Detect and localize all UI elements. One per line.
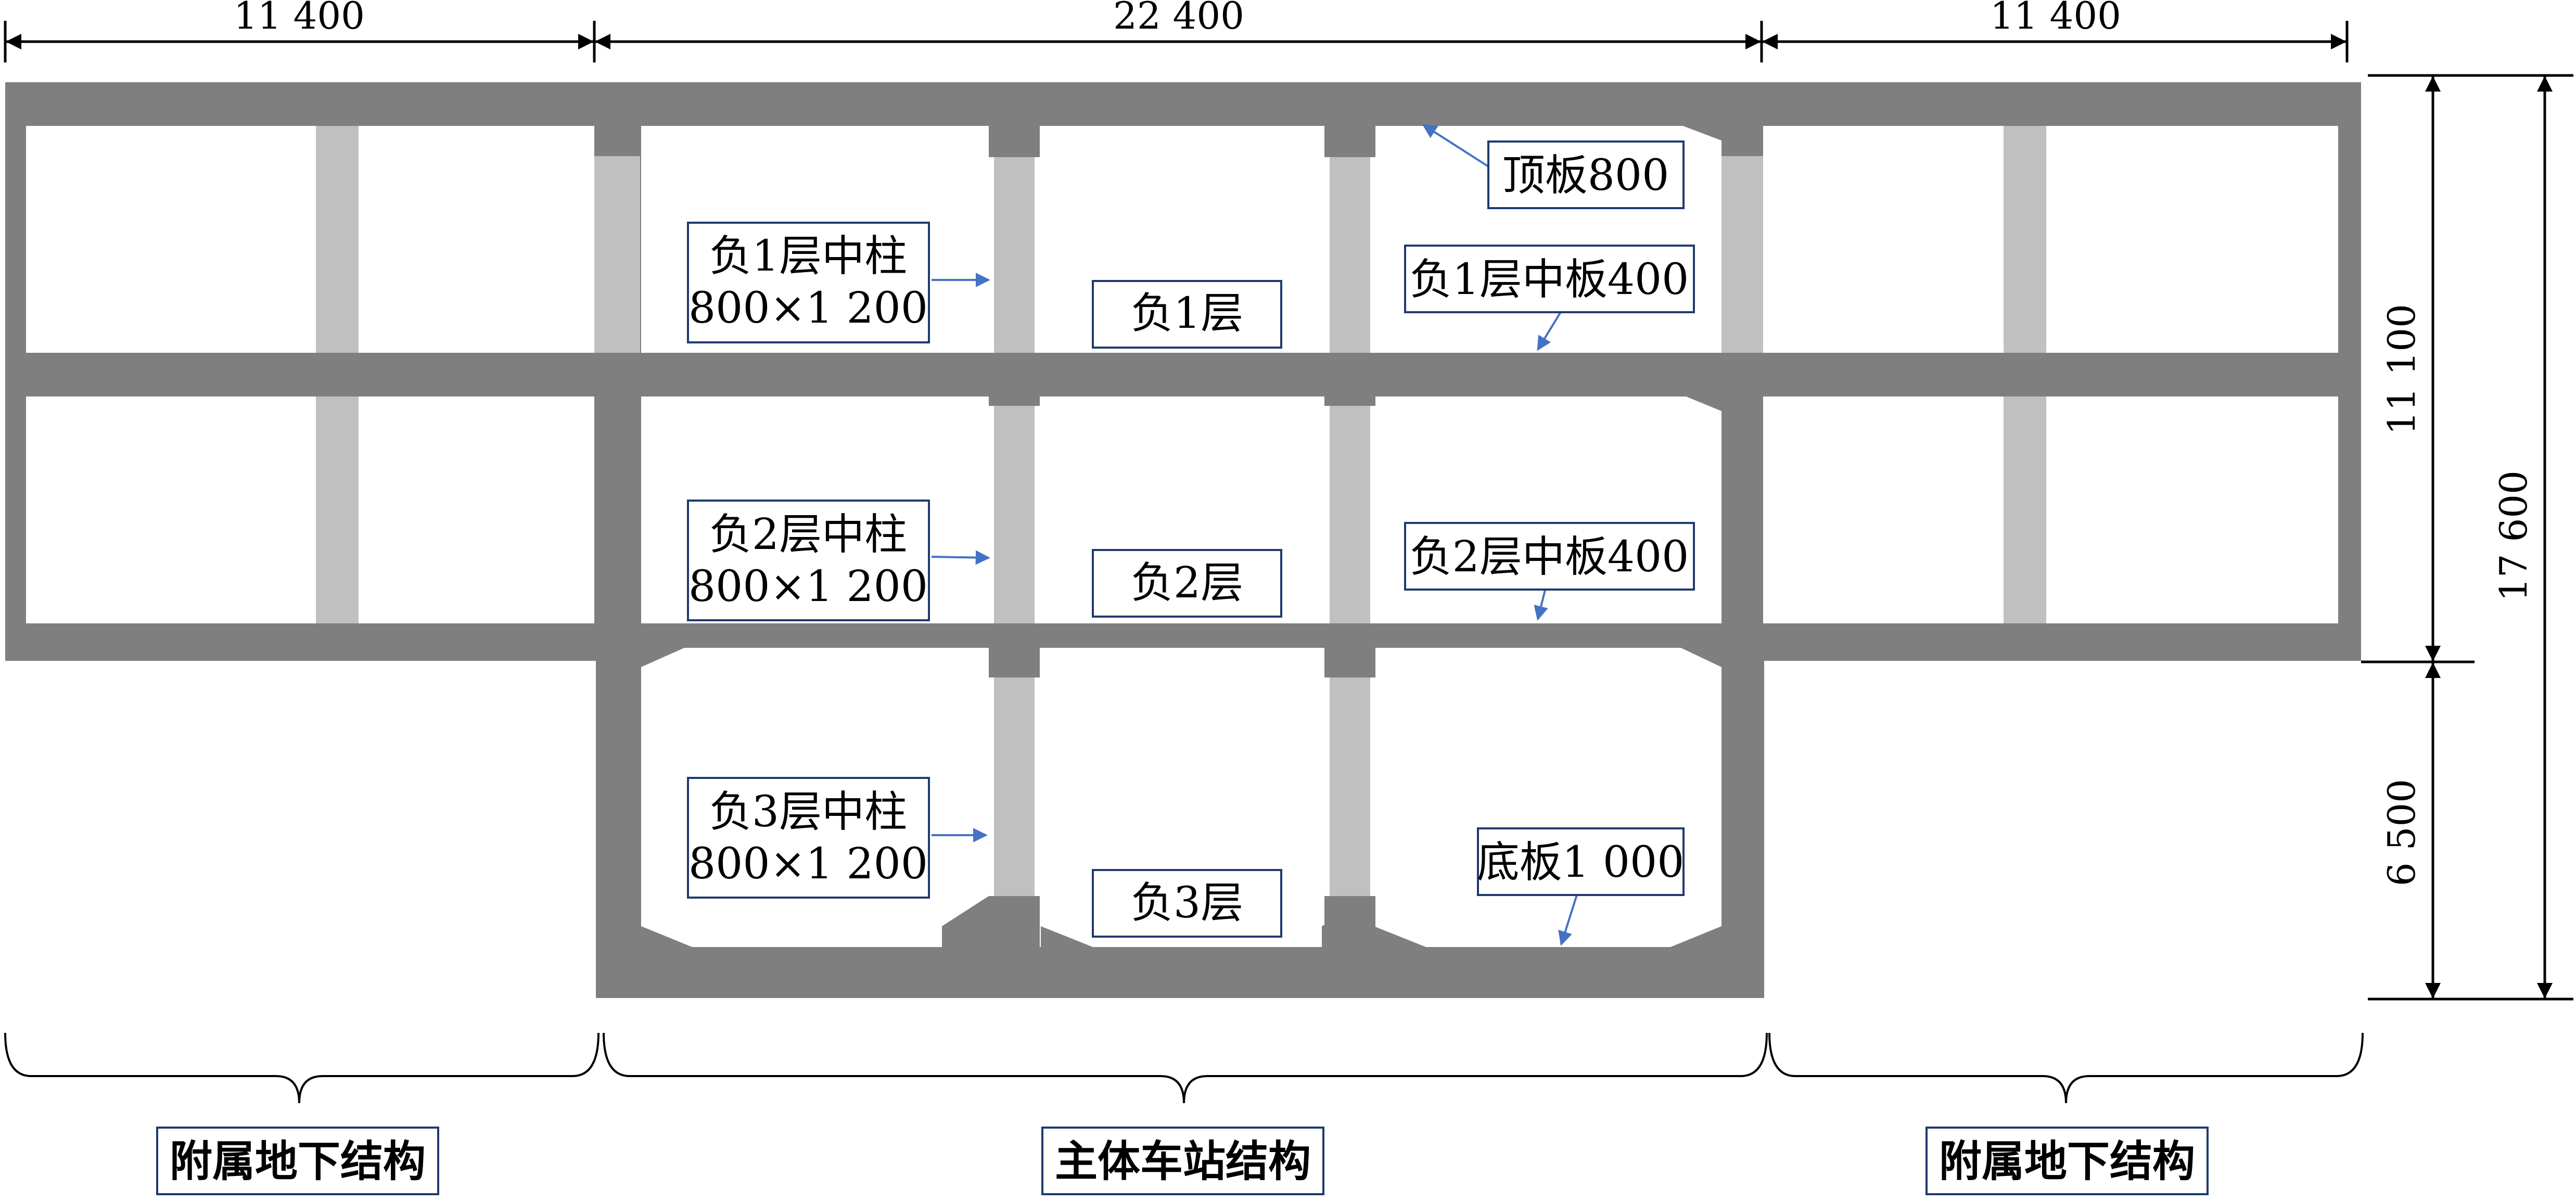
column-shaft-b3-left	[994, 677, 1035, 896]
column-cap	[989, 645, 1040, 677]
dim-right-total: 17 600	[2492, 470, 2535, 602]
leader-b1-slab	[1537, 310, 1562, 351]
brace-middle	[603, 1032, 1768, 1104]
b1-column-size: 800×1 200	[688, 284, 928, 333]
column-shaft-b1-right	[1330, 157, 1370, 353]
column-cap	[989, 375, 1040, 406]
main-b3-lower-mask	[641, 936, 1721, 947]
column-shaft-b2-left	[994, 406, 1035, 623]
b2-slab-label-box	[1404, 522, 1695, 591]
column-shaft-b3-right	[1330, 677, 1370, 896]
left-part-text: 附属地下结构	[170, 1136, 426, 1186]
roof-label-box	[1487, 140, 1685, 209]
right-annex-column-b1	[2004, 126, 2046, 353]
main-right-wall-b1	[1721, 156, 1763, 353]
middle-part-label: 主体车站结构	[1041, 1127, 1324, 1195]
left-part-label: 附属地下结构	[156, 1127, 439, 1195]
main-b2-haunch-right	[1686, 397, 1721, 411]
b1-slab-label: 负1层中板400	[1404, 245, 1695, 313]
left-annex-b2-room	[26, 397, 594, 623]
left-annex-column-b2	[316, 397, 359, 623]
b1-floor-label-box	[1092, 280, 1282, 349]
b2-slab-text: 负2层中板400	[1410, 532, 1689, 582]
column-cap	[1324, 375, 1375, 406]
braces	[4, 1032, 2364, 1104]
column-shaft-b2-right	[1330, 406, 1370, 623]
right-annex-column-b2	[2004, 397, 2046, 623]
b1-slab-text: 负1层中板400	[1410, 255, 1689, 304]
column-shaft-b1-left	[994, 157, 1035, 353]
main-left-wall-b1	[594, 156, 640, 353]
b2-floor-label-box	[1092, 549, 1282, 618]
leader-b2-slab	[1534, 587, 1548, 621]
b1-column-label: 负1层中柱 800×1 200	[687, 222, 930, 343]
b1-floor-text: 负1层	[1131, 289, 1243, 338]
b2-column-label-box	[687, 500, 930, 621]
b2-slab-label: 负2层中板400	[1404, 522, 1695, 591]
column-base	[1324, 896, 1375, 947]
dim-top-left: 11 400	[234, 0, 365, 37]
brace-left	[4, 1032, 600, 1104]
b3-column-name: 负3层中柱	[709, 787, 907, 837]
main-columns	[989, 126, 1375, 947]
b1-column-label-box	[687, 222, 930, 343]
left-part-label-box	[156, 1127, 439, 1195]
column-cap	[1324, 126, 1375, 157]
leader-b2-column	[931, 550, 990, 565]
right-part-label-box	[1925, 1127, 2209, 1195]
middle-part-text: 主体车站结构	[1055, 1136, 1311, 1186]
b2-column-name: 负2层中柱	[709, 510, 907, 559]
b1-slab-label-box	[1404, 245, 1695, 313]
b2-column-label: 负2层中柱 800×1 200	[687, 500, 930, 621]
main-b2-haunch-left	[641, 377, 687, 397]
base-slab-label-box	[1477, 827, 1685, 896]
b3-column-size: 800×1 200	[688, 839, 928, 889]
base-slab	[596, 947, 1764, 998]
b3-column-label-box	[687, 777, 930, 899]
b2-floor-label: 负2层	[1092, 549, 1282, 618]
structure	[5, 82, 2361, 998]
base-slab-text: 底板1 000	[1477, 838, 1685, 887]
brace-right	[1768, 1032, 2364, 1104]
leaders	[931, 124, 1578, 946]
left-annex-b1-room	[26, 126, 594, 353]
b1-column-name: 负1层中柱	[709, 232, 907, 281]
dimensions: 11 400 22 400 11 400 11 100 6 500 17 600	[4, 0, 2573, 1001]
base-slab-label: 底板1 000	[1477, 827, 1685, 896]
right-annex-b2-room	[1763, 397, 2338, 623]
leader-roof	[1422, 124, 1489, 168]
column-cap	[989, 126, 1040, 157]
b3-floor-text: 负3层	[1131, 878, 1243, 928]
b2-floor-text: 负2层	[1131, 558, 1243, 608]
right-part-text: 附属地下结构	[1939, 1136, 2195, 1186]
roof-label-text: 顶板800	[1502, 151, 1669, 200]
column-cap	[1324, 645, 1375, 677]
b3-floor-label-box	[1092, 869, 1282, 938]
middle-part-label-box	[1041, 1127, 1324, 1195]
column-base	[989, 896, 1040, 947]
dim-top-right: 11 400	[1990, 0, 2121, 37]
dim-right-lower: 6 500	[2380, 779, 2424, 886]
b2-column-size: 800×1 200	[688, 562, 928, 611]
dim-top-middle: 22 400	[1113, 0, 1244, 37]
left-annex-column-b1	[316, 126, 359, 353]
b1-floor-label: 负1层	[1092, 280, 1282, 349]
dim-right-upper: 11 100	[2380, 304, 2424, 435]
roof-label: 顶板800	[1487, 140, 1685, 209]
b3-floor-label: 负3层	[1092, 869, 1282, 938]
right-part-label: 附属地下结构	[1925, 1127, 2209, 1195]
right-annex-b1-room	[1763, 126, 2338, 353]
leader-base	[1558, 894, 1578, 946]
b3-column-label: 负3层中柱 800×1 200	[687, 777, 930, 899]
